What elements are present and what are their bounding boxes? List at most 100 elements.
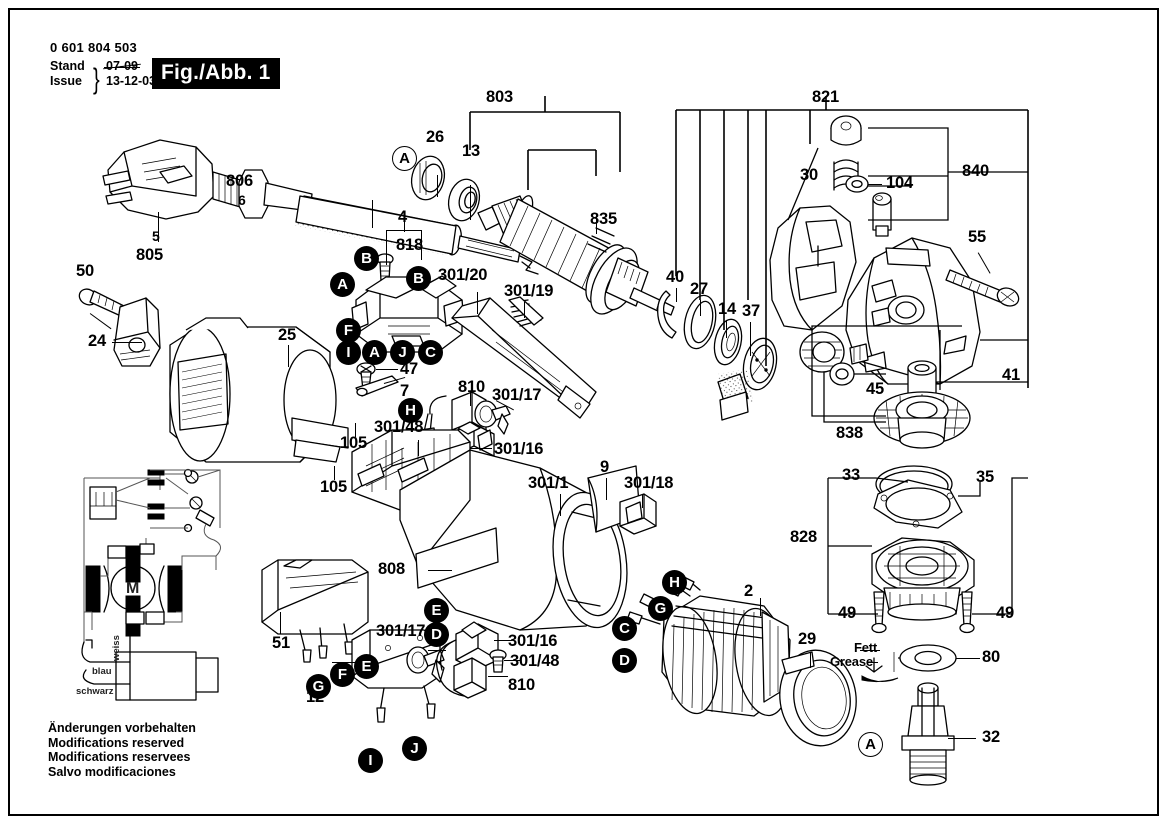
part-label-838: 838 (836, 424, 863, 442)
leader-810-upper (470, 392, 472, 406)
part-label-808: 808 (378, 560, 405, 578)
order-number: 0 601 804 503 (50, 40, 138, 55)
figure-badge: Fig./Abb. 1 (152, 58, 280, 89)
part-label-26: 26 (426, 128, 444, 146)
part-label-301-16-upper: 301/16 (494, 440, 544, 458)
leader-301-19 (524, 302, 526, 318)
footer-line-en: Modifications reserved (48, 735, 185, 750)
leader-301-1 (560, 494, 562, 516)
issue-value: 13-12-03 (106, 74, 157, 88)
leader-32 (948, 738, 976, 740)
callout-J-module[interactable]: J (402, 736, 427, 761)
part-label-25: 25 (278, 326, 296, 344)
leader-301-16-lower (494, 640, 512, 642)
callout-H-cap-upper[interactable]: H (398, 398, 423, 423)
leader-40 (676, 288, 678, 302)
leader-24 (112, 342, 142, 344)
part-label-803: 803 (486, 88, 513, 106)
callout-A-cord[interactable]: A (392, 146, 417, 171)
part-label-2: 2 (744, 582, 753, 600)
callout-B-switch[interactable]: B (406, 266, 431, 291)
callout-E-module-2[interactable]: E (354, 654, 379, 679)
callout-F-module[interactable]: F (330, 662, 355, 687)
part-label-40: 40 (666, 268, 684, 286)
grease-note-de: Fett (854, 640, 878, 655)
grease-note-en: Grease (830, 654, 873, 669)
stand-value: 07-09 (104, 59, 140, 73)
part-label-33: 33 (842, 466, 860, 484)
leader-9 (606, 478, 608, 500)
callout-C-switch[interactable]: C (418, 340, 443, 365)
header-block: 0 601 804 503 } Stand 07-09 Issue 13-12-… (50, 40, 450, 96)
bracket-4-left (386, 230, 388, 260)
part-label-4: 4 (398, 208, 407, 226)
part-label-49-b: 49 (996, 604, 1014, 622)
part-label-301-19: 301/19 (504, 282, 554, 300)
part-label-35: 35 (976, 468, 994, 486)
part-label-13: 13 (462, 142, 480, 160)
part-label-301-1: 301/1 (528, 474, 569, 492)
part-label-835: 835 (590, 210, 617, 228)
leader-4 (404, 218, 406, 232)
callout-D-module[interactable]: D (424, 622, 449, 647)
leader-27 (700, 300, 702, 316)
callout-G-module[interactable]: G (306, 674, 331, 699)
part-label-9: 9 (600, 458, 609, 476)
wire-black-label: schwarz (76, 686, 114, 697)
footer-line-de: Änderungen vorbehalten (48, 721, 196, 735)
leader-80 (956, 658, 980, 660)
part-label-51: 51 (272, 634, 290, 652)
part-label-301-48-lower: 301/48 (510, 652, 560, 670)
wire-white-label: weiss (111, 635, 122, 661)
leader-301-20 (477, 292, 479, 314)
callout-B-cord[interactable]: B (354, 246, 379, 271)
part-label-805: 805 (136, 246, 163, 264)
callout-H-field[interactable]: H (662, 570, 687, 595)
part-label-49-a: 49 (838, 604, 856, 622)
callout-A-cord-2[interactable]: A (330, 272, 355, 297)
part-label-32: 32 (982, 728, 1000, 746)
issue-label: Issue (50, 74, 82, 88)
leader-301-48-upper (418, 440, 420, 456)
leader-13 (470, 185, 472, 220)
callout-J-switch[interactable]: J (390, 340, 415, 365)
leader-301-17-lower (428, 650, 446, 652)
leader-grease-en (868, 662, 878, 664)
callout-A-switch[interactable]: A (362, 340, 387, 365)
callout-I-module[interactable]: I (358, 748, 383, 773)
leader-301-16-upper (470, 448, 492, 450)
leader-2 (760, 598, 762, 616)
part-label-29: 29 (798, 630, 816, 648)
stand-row: Stand 07-09 (50, 59, 450, 74)
leader-29 (810, 652, 812, 668)
part-label-105-b: 105 (320, 478, 347, 496)
part-label-810-lower: 810 (508, 676, 535, 694)
callout-E-module[interactable]: E (424, 598, 449, 623)
footer-block: Änderungen vorbehalten Modifications res… (48, 721, 196, 779)
date-rows: } Stand 07-09 Issue 13-12-03 (50, 59, 450, 96)
callout-A-ring[interactable]: A (858, 732, 883, 757)
leader-806 (372, 200, 374, 228)
leader-301-18 (642, 494, 644, 508)
part-label-30: 30 (800, 166, 818, 184)
leader-14 (726, 320, 728, 338)
callout-D-field[interactable]: D (612, 648, 637, 673)
callout-G-field[interactable]: G (648, 596, 673, 621)
wire-blue-label: blau (92, 666, 112, 677)
callout-I-switch[interactable]: I (336, 340, 361, 365)
issue-row: Issue 13-12-03 (50, 74, 450, 89)
callout-C-field[interactable]: C (612, 616, 637, 641)
part-label-301-16-lower: 301/16 (508, 632, 558, 650)
part-label-301-20: 301/20 (438, 266, 488, 284)
leader-51 (280, 612, 282, 634)
part-label-828: 828 (790, 528, 817, 546)
brace-glyph: } (93, 63, 100, 96)
part-label-105-a: 105 (340, 434, 367, 452)
part-label-7: 7 (400, 382, 409, 400)
part-label-41: 41 (1002, 366, 1020, 384)
leader-835 (596, 214, 598, 234)
part-label-50: 50 (76, 262, 94, 280)
callout-F-switch[interactable]: F (336, 318, 361, 343)
leader-105-b (334, 466, 336, 480)
part-label-37: 37 (742, 302, 760, 320)
